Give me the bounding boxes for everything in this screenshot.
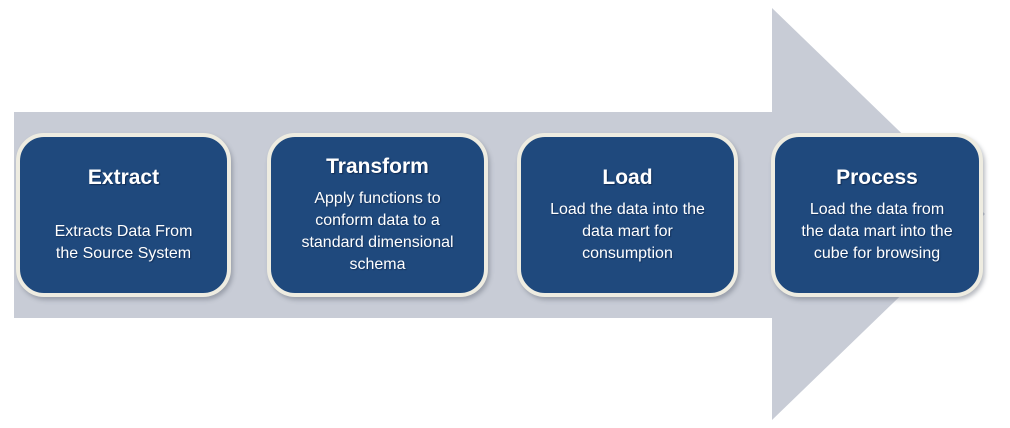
step-box-transform: Transform Apply functions to conform dat…: [267, 133, 488, 297]
step-description: Load the data from the data mart into th…: [801, 201, 953, 262]
step-box-extract: Extract Extracts Data From the Source Sy…: [16, 133, 231, 297]
step-box-load: Load Load the data into the data mart fo…: [517, 133, 738, 297]
process-arrow-shape: [14, 8, 985, 420]
step-title: Load: [602, 166, 653, 189]
step-title: Extract: [87, 166, 160, 189]
step-description: Apply functions to conform data to a sta…: [301, 190, 454, 273]
step-box-process: Process Load the data from the data mart…: [771, 133, 983, 297]
step-description: Load the data into the data mart for con…: [550, 201, 705, 262]
step-description: Extracts Data From the Source System: [54, 223, 193, 262]
step-title: Transform: [326, 155, 429, 178]
step-title: Process: [836, 166, 918, 189]
